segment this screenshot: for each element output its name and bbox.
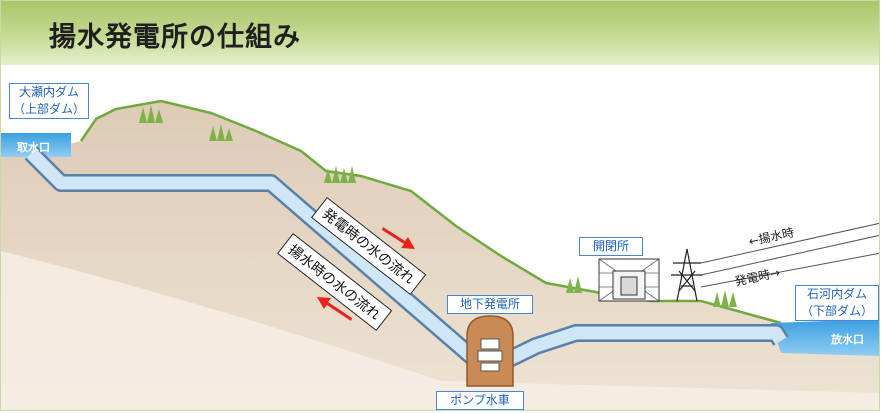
page-title: 揚水発電所の仕組み	[49, 22, 301, 53]
grass-tufts	[139, 105, 737, 307]
lower-slope	[1, 251, 879, 410]
flow-arrows	[317, 227, 415, 321]
pump-turbine-label: ポンプ水車	[436, 391, 524, 410]
upper-dam-label: 大瀬内ダム （上部ダム）	[9, 83, 89, 119]
pumping-arrow	[317, 297, 352, 321]
lower-reservoir	[771, 319, 879, 356]
generation-arrow	[382, 227, 415, 249]
power-lines	[700, 222, 879, 288]
switchyard-label: 開閉所	[579, 237, 643, 256]
switchyard-structure	[598, 258, 660, 302]
transmission-tower	[671, 248, 703, 302]
intake-label: 取水口	[17, 141, 50, 154]
header-bar: 揚水発電所の仕組み	[1, 1, 879, 65]
underground-cavern	[466, 315, 514, 387]
outlet-label: 放水口	[831, 333, 864, 346]
underground-plant-label: 地下発電所	[447, 295, 533, 314]
lower-dam-label: 石河内ダム （下部ダム）	[795, 285, 879, 321]
